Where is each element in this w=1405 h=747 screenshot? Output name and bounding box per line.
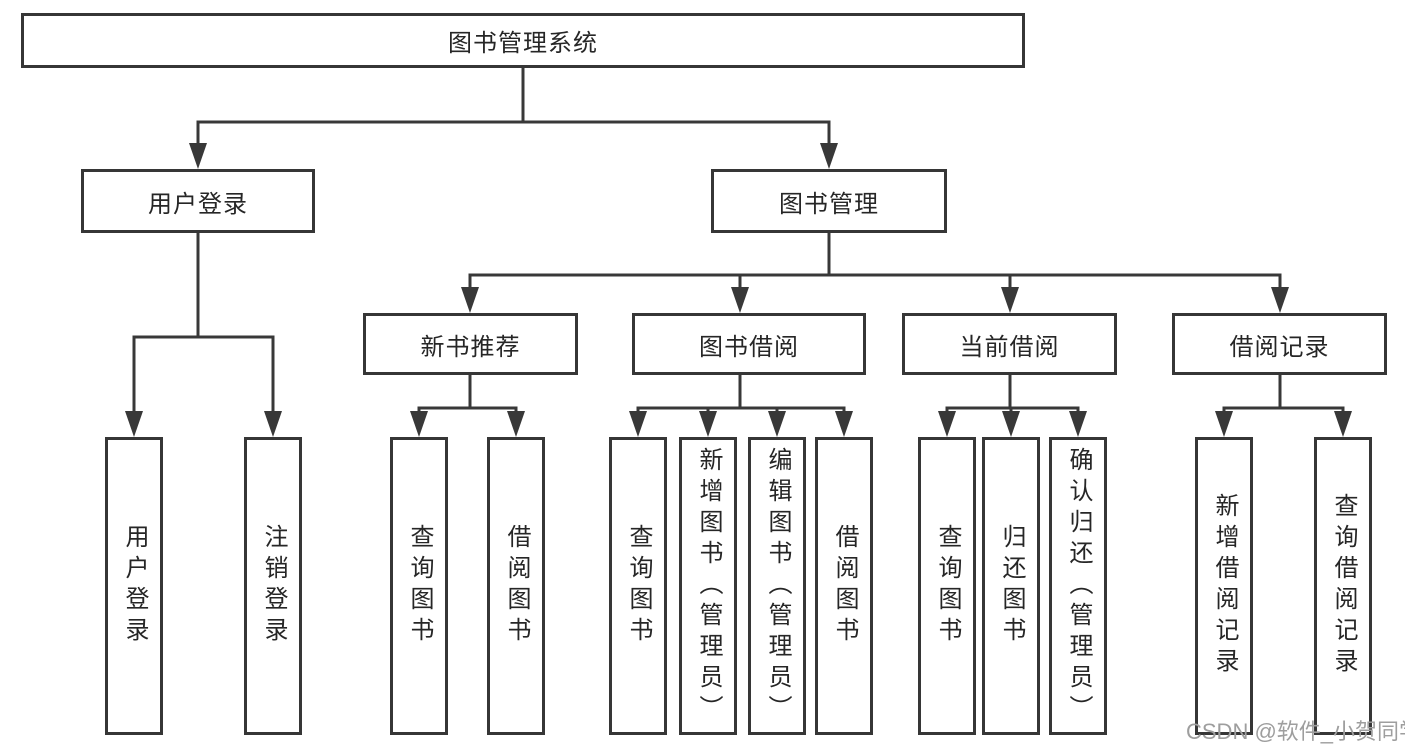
watermark: CSDN @软件_小贺同学: [1186, 719, 1405, 744]
leaf-add-book-admin-label: 新增图书（管理员）: [695, 446, 722, 726]
node-book-management: 图书管理: [711, 169, 947, 233]
leaf-user-login-label: 用户登录: [121, 524, 148, 648]
leaf-add-borrow-record-label: 新增借阅记录: [1211, 493, 1238, 679]
leaf-confirm-return-admin: 确认归还（管理员）: [1049, 437, 1107, 735]
leaf-borrowing-query-book-label: 查询图书: [625, 524, 652, 648]
node-new-book-recommend-label: 新书推荐: [420, 333, 521, 361]
node-user-login-label: 用户登录: [148, 190, 248, 218]
leaf-recommend-borrow-book-label: 借阅图书: [503, 524, 530, 648]
node-root-label: 图书管理系统: [448, 30, 598, 57]
node-book-borrowing-label: 图书借阅: [699, 333, 799, 361]
leaf-return-book: 归还图书: [982, 437, 1040, 735]
node-new-book-recommend: 新书推荐: [363, 313, 578, 375]
leaf-query-borrow-record: 查询借阅记录: [1314, 437, 1372, 735]
leaf-confirm-return-admin-label: 确认归还（管理员）: [1065, 446, 1092, 726]
node-root: 图书管理系统: [21, 13, 1025, 68]
node-current-borrowing-label: 当前借阅: [959, 333, 1060, 361]
leaf-current-query-book-label: 查询图书: [934, 524, 961, 648]
leaf-add-book-admin: 新增图书（管理员）: [679, 437, 737, 735]
leaf-return-book-label: 归还图书: [998, 524, 1025, 648]
leaf-recommend-query-book: 查询图书: [390, 437, 448, 735]
leaf-add-borrow-record: 新增借阅记录: [1195, 437, 1253, 735]
leaf-current-query-book: 查询图书: [918, 437, 976, 735]
leaf-edit-book-admin-label: 编辑图书（管理员）: [764, 446, 791, 726]
leaf-logout: 注销登录: [244, 437, 302, 735]
leaf-edit-book-admin: 编辑图书（管理员）: [748, 437, 806, 735]
leaf-recommend-borrow-book: 借阅图书: [487, 437, 545, 735]
leaf-borrowing-borrow-book: 借阅图书: [815, 437, 873, 735]
node-book-borrowing: 图书借阅: [632, 313, 866, 375]
leaf-borrowing-borrow-book-label: 借阅图书: [831, 524, 858, 648]
leaf-logout-label: 注销登录: [260, 524, 287, 648]
leaf-query-borrow-record-label: 查询借阅记录: [1330, 493, 1357, 679]
node-current-borrowing: 当前借阅: [902, 313, 1117, 375]
node-user-login: 用户登录: [81, 169, 315, 233]
node-borrowing-records: 借阅记录: [1172, 313, 1387, 375]
node-borrowing-records-label: 借阅记录: [1229, 333, 1330, 361]
leaf-borrowing-query-book: 查询图书: [609, 437, 667, 735]
node-book-management-label: 图书管理: [779, 190, 879, 218]
leaf-user-login: 用户登录: [105, 437, 163, 735]
arrowhead-icons: [125, 143, 1352, 437]
leaf-recommend-query-book-label: 查询图书: [406, 524, 433, 648]
